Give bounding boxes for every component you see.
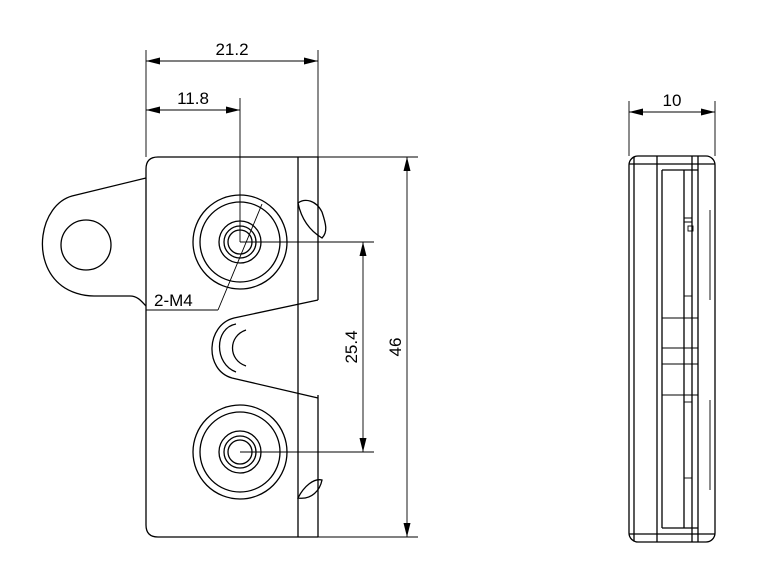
dim-thickness: 10 (628, 91, 716, 156)
thread-callout-label: 2-M4 (154, 291, 193, 310)
dim-height: 46 (318, 156, 418, 538)
side-view: 10 (628, 91, 716, 543)
dim-height-label: 46 (386, 338, 405, 357)
thread-callout: 2-M4 (146, 203, 263, 311)
plate-outline (145, 156, 318, 538)
dim-hole-offset-label: 11.8 (177, 89, 209, 108)
front-view: 21.2 11.8 25.4 46 (41, 40, 418, 538)
dim-hole-spacing-label: 25.4 (342, 330, 361, 363)
side-outline (628, 155, 716, 543)
dim-thickness-label: 10 (663, 91, 682, 110)
dim-total-width: 21.2 (145, 40, 319, 157)
upper-latch-notch (297, 199, 327, 239)
dim-total-width-label: 21.2 (215, 40, 248, 59)
ear-hole (60, 219, 112, 271)
lower-latch-notch (297, 479, 323, 499)
cam-slot (211, 299, 319, 399)
dim-hole-spacing: 25.4 (240, 241, 374, 453)
dim-hole-offset: 11.8 (146, 89, 241, 242)
mounting-ear (41, 177, 147, 307)
